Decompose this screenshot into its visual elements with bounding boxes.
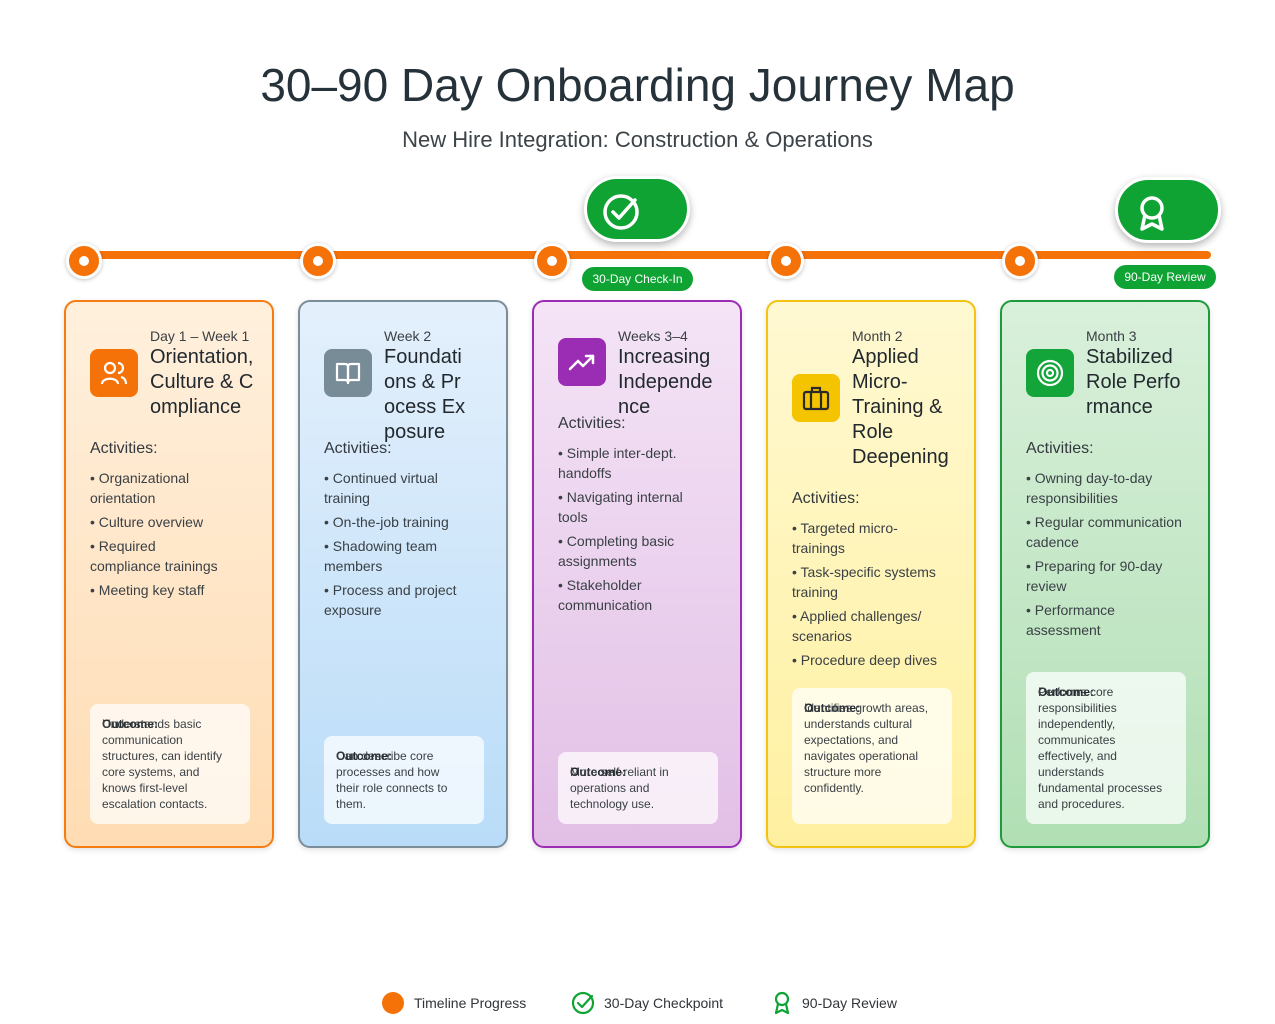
timeline-bar (68, 251, 1211, 259)
legend-review-label: 90-Day Review (802, 995, 897, 1011)
legend-timeline-label: Timeline Progress (414, 995, 527, 1011)
legend-timeline: Timeline Progress (382, 992, 526, 1014)
activity-item: • Continued virtual training (324, 470, 438, 506)
activity-item: • Task-specific systems training (792, 564, 936, 600)
activities-list: • Organizational orientation • Culture o… (90, 468, 230, 604)
stage-period: Weeks 3–4 (618, 328, 688, 344)
activities-list: • Continued virtual training • On-the-jo… (324, 468, 464, 624)
stage-title: Foundations & Process Exposure (384, 346, 466, 443)
activity-item: • Culture overview (90, 514, 204, 530)
activity-item: • Targeted micro-trainings (792, 520, 898, 556)
review-milestone[interactable] (1115, 177, 1221, 243)
trending-up-icon (568, 354, 595, 371)
activity-item: • Regular communication cadence (1026, 514, 1182, 550)
stage-period: Month 2 (852, 328, 903, 344)
target-icon (1036, 359, 1064, 387)
stage-period: Day 1 – Week 1 (150, 328, 250, 344)
activity-item: • Applied challenges/ scenarios (792, 608, 922, 644)
activities-list: • Owning day-to-day responsibilities • R… (1026, 468, 1191, 644)
activity-item: • Organizational orientation (90, 470, 190, 506)
briefcase-icon (802, 386, 830, 411)
activity-item: • Preparing for 90-day review (1026, 558, 1163, 594)
stage-card-independence[interactable]: Weeks 3–4 Increasing Independence Activi… (532, 300, 742, 848)
outcome-text: Performs core responsibilities independe… (1038, 685, 1163, 811)
stage-period: Month 3 (1086, 328, 1137, 344)
activity-item: • Process and project exposure (324, 582, 457, 618)
timeline-node-5[interactable] (1002, 243, 1038, 279)
stage-card-orientation[interactable]: Day 1 – Week 1 Orientation, Culture & Co… (64, 300, 274, 848)
outcome-text: Can describe core processes and how thei… (336, 749, 448, 811)
activities-heading: Activities: (558, 415, 626, 432)
outcome-box: Outcome: Understands basic communication… (90, 704, 250, 824)
stage-title: Increasing Independence (618, 346, 713, 418)
stage-period: Week 2 (384, 328, 432, 344)
activity-item: • Navigating internal tools (558, 489, 683, 525)
activities-list: • Simple inter-dept. handoffs • Navigati… (558, 443, 698, 619)
timeline-node-3[interactable] (534, 243, 570, 279)
activities-heading: Activities: (792, 490, 860, 507)
legend-review: 90-Day Review (772, 991, 897, 1015)
outcome-label: Outcome: (336, 749, 393, 763)
timeline-node-2[interactable] (300, 243, 336, 279)
checkin-tag: 30-Day Check-In (582, 267, 693, 291)
stage-title: Stabilized Role Performance (1086, 346, 1181, 418)
activities-heading: Activities: (324, 440, 392, 457)
stage-icon-box (792, 374, 840, 422)
orange-dot-icon (382, 992, 404, 1014)
outcome-box: Outcome: Can describe core processes and… (324, 736, 484, 824)
stage-icon-box (90, 349, 138, 397)
page-title: 30–90 Day Onboarding Journey Map (260, 59, 1015, 111)
activity-item: • Meeting key staff (90, 582, 205, 598)
timeline-node-4[interactable] (768, 243, 804, 279)
review-tag: 90-Day Review (1114, 265, 1216, 289)
book-icon (335, 362, 361, 385)
check-circle-icon (571, 991, 595, 1015)
stage-icon-box (324, 349, 372, 397)
stage-card-foundations[interactable]: Week 2 Foundations & Process Exposure Ac… (298, 300, 508, 848)
stage-card-micro-training[interactable]: Month 2 Applied Micro-Training & Role De… (766, 300, 976, 848)
activities-heading: Activities: (1026, 440, 1094, 457)
activity-item: • Required compliance trainings (90, 538, 218, 574)
activity-item: • Owning day-to-day responsibilities (1026, 470, 1153, 506)
timeline-node-1[interactable] (66, 243, 102, 279)
stage-title: Orientation, Culture & Compliance (150, 346, 254, 418)
outcome-box: Outcome: Performs core responsibilities … (1026, 672, 1186, 824)
outcome-box: Outcome: More self-reliant in operations… (558, 752, 718, 824)
stage-card-performance[interactable]: Month 3 Stabilized Role Performance Acti… (1000, 300, 1210, 848)
people-icon (100, 361, 128, 385)
check-circle-icon (603, 194, 639, 230)
checkin-milestone[interactable] (584, 176, 690, 242)
outcome-text: Identifies growth areas, understands cul… (804, 701, 929, 795)
activity-item: • Completing basic assignments (558, 533, 675, 569)
outcome-text: More self-reliant in operations and tech… (570, 765, 669, 811)
page-subtitle: New Hire Integration: Construction & Ope… (402, 127, 873, 152)
activities-list: • Targeted micro-trainings • Task-specif… (792, 518, 942, 674)
stage-title: Applied Micro-Training & Role Deepening (852, 346, 949, 468)
award-ribbon-icon (774, 991, 790, 1015)
stage-icon-box (558, 338, 606, 386)
activity-item: • Shadowing team members (324, 538, 438, 574)
outcome-label: Outcome: (804, 701, 861, 715)
outcome-label: Outcome: (1038, 685, 1095, 699)
outcome-label: Outcome: (570, 765, 627, 779)
legend-checkpoint-label: 30-Day Checkpoint (604, 995, 724, 1011)
activities-heading: Activities: (90, 440, 158, 457)
award-ribbon-icon (1140, 196, 1164, 231)
outcome-text: Understands basic communication structur… (102, 717, 223, 811)
activity-item: • On-the-job training (324, 514, 449, 530)
activity-item: • Stakeholder communication (558, 577, 653, 613)
stage-icon-box (1026, 349, 1074, 397)
activity-item: • Simple inter-dept. handoffs (558, 445, 677, 481)
outcome-box: Outcome: Identifies growth areas, unders… (792, 688, 952, 824)
activity-item: • Procedure deep dives (792, 652, 937, 668)
activity-item: • Performance assessment (1026, 602, 1115, 638)
legend-checkpoint: 30-Day Checkpoint (571, 991, 724, 1015)
outcome-label: Outcome: (102, 717, 159, 731)
